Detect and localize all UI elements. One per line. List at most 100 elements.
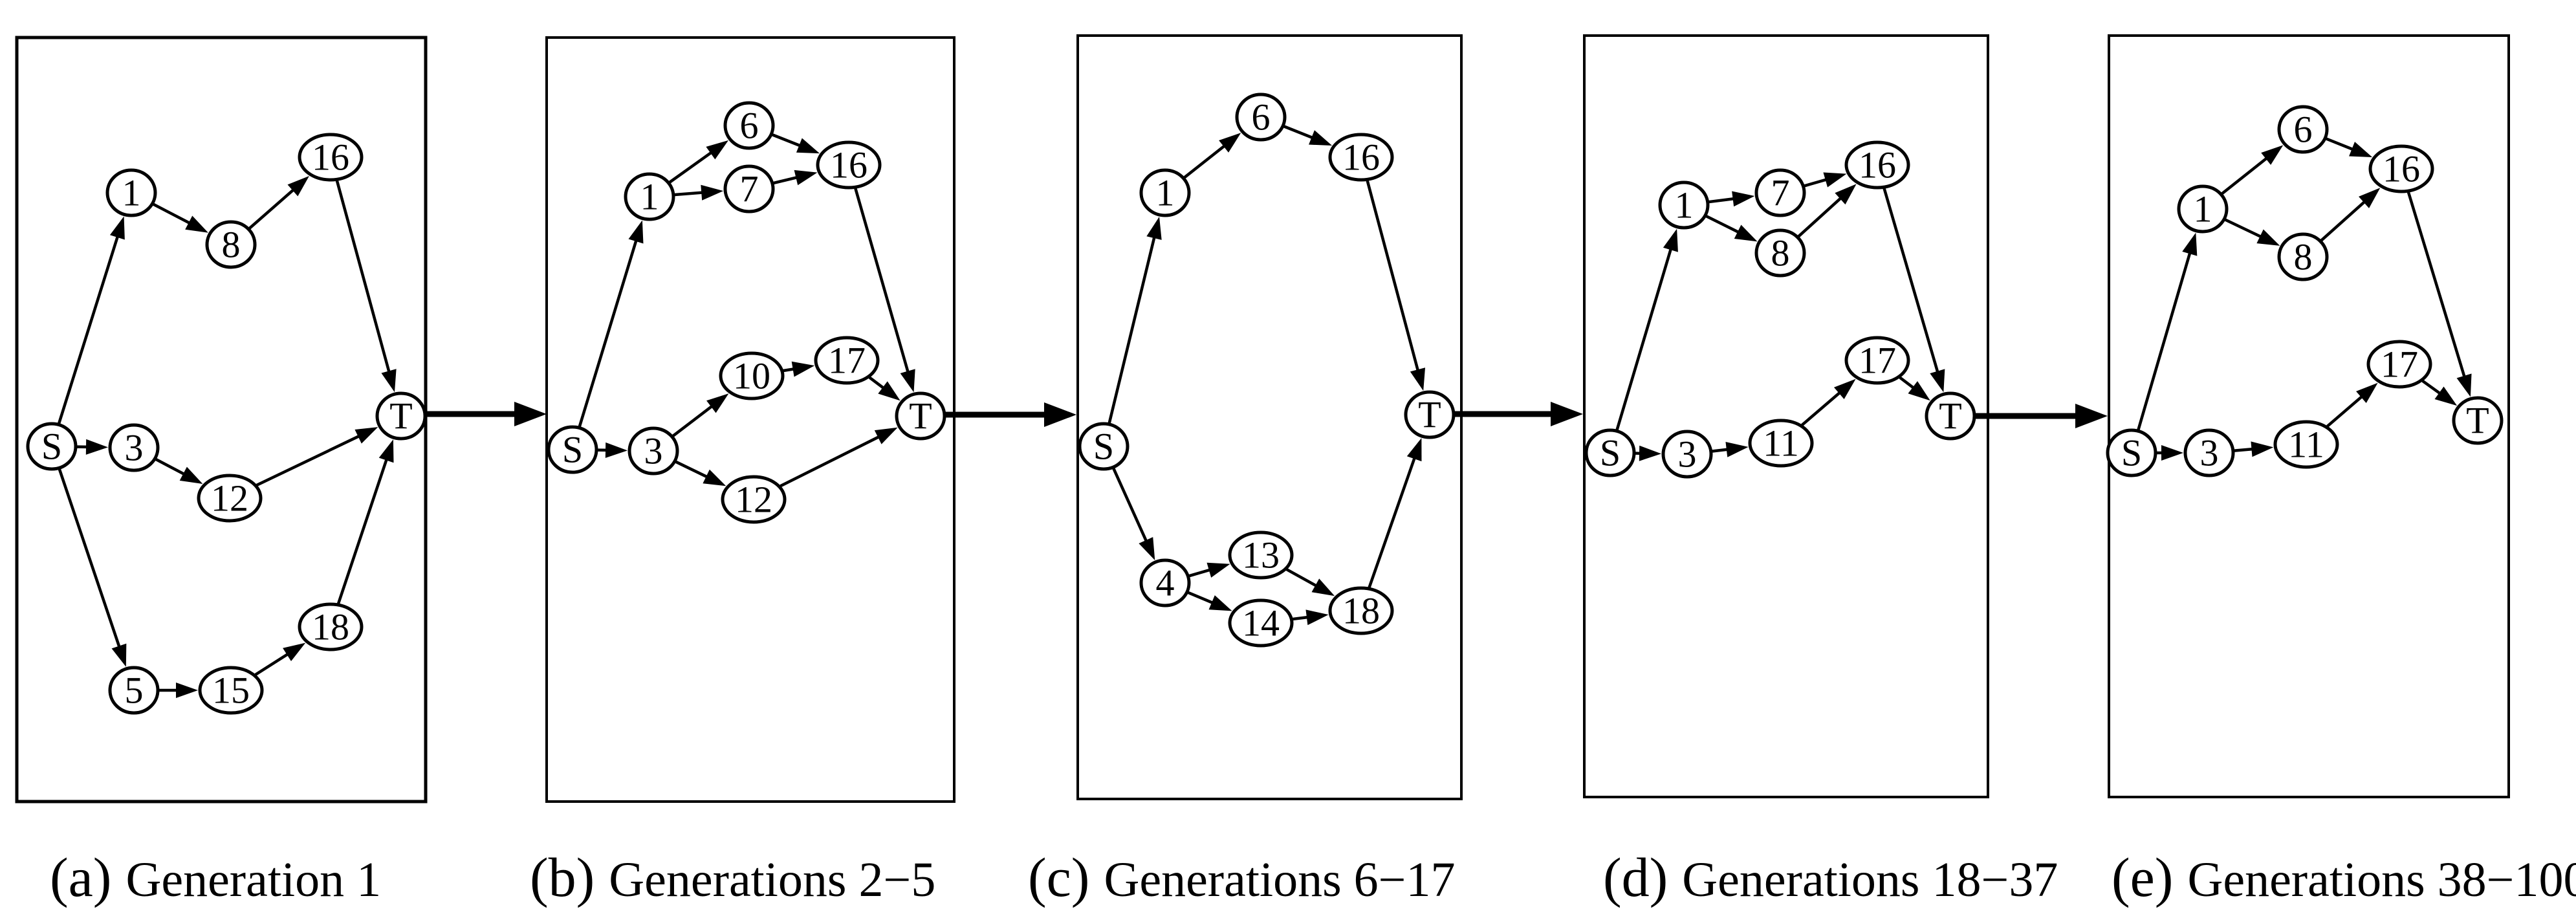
node-d-8-label: 8 — [1771, 232, 1790, 274]
edge-b-6-to-16-arrowhead-icon — [796, 138, 820, 154]
node-a-T: T — [375, 391, 427, 441]
node-c-T-label: T — [1418, 394, 1441, 436]
edge-a-18-to-T-arrowhead-icon — [378, 439, 394, 463]
node-c-14-label: 14 — [1242, 602, 1280, 644]
node-e-17-label: 17 — [2381, 344, 2418, 386]
edge-a-S-to-3-arrowhead-icon — [85, 439, 109, 455]
edge-d-11-to-17-arrowhead-icon — [1833, 378, 1856, 399]
edge-b-3-to-10-arrowhead-icon — [706, 393, 729, 413]
node-a-1-circle — [105, 168, 157, 217]
node-b-S: S — [547, 425, 598, 474]
node-b-7-circle — [723, 164, 775, 213]
edge-b-3-to-10-line — [672, 400, 719, 437]
node-d-S-label: S — [1600, 432, 1621, 474]
edge-c-18-to-T-arrowhead-icon — [1406, 438, 1422, 462]
node-a-3-label: 3 — [125, 427, 144, 469]
edge-c-4-to-14-arrowhead-icon — [1208, 595, 1232, 611]
edge-e-17-to-T-arrowhead-icon — [2434, 386, 2458, 406]
node-c-18-label: 18 — [1342, 590, 1380, 632]
node-d-1: 1 — [1658, 180, 1710, 230]
node-b-16-circle — [816, 140, 882, 190]
node-b-6-label: 6 — [740, 105, 759, 147]
edge-b-S-to-1-arrowhead-icon — [628, 220, 644, 244]
edge-d-16-to-T-line — [1883, 188, 1941, 380]
node-b-3-label: 3 — [644, 430, 663, 472]
edge-a-S-to-5-arrowhead-icon — [111, 643, 127, 667]
node-a-T-label: T — [389, 395, 412, 437]
node-a-3: 3 — [108, 423, 160, 472]
node-a-5: 5 — [108, 666, 160, 715]
edge-a-5-to-15-arrowhead-icon — [176, 683, 198, 698]
connector-d-to-e-arrowhead-icon — [2075, 404, 2108, 428]
node-d-16-circle — [1844, 140, 1910, 190]
node-e-S-circle — [2106, 428, 2157, 477]
edge-c-S-to-1-arrowhead-icon — [1146, 217, 1162, 240]
node-e-S-label: S — [2121, 432, 2142, 474]
edge-b-12-to-T-line — [780, 432, 887, 488]
node-c-4: 4 — [1139, 558, 1191, 607]
node-e-3-circle — [2183, 428, 2235, 477]
node-e-8-label: 8 — [2294, 236, 2313, 278]
edge-e-S-to-1-arrowhead-icon — [2182, 232, 2198, 256]
connector-d-to-e — [1974, 404, 2108, 428]
panel-a-caption-label: (a) — [50, 846, 111, 908]
panel-a-caption-text: Generation 1 — [126, 853, 381, 907]
edge-c-1-to-6-line — [1183, 140, 1232, 179]
edge-c-S-to-1-line — [1108, 229, 1158, 424]
node-a-5-circle — [108, 666, 160, 715]
edge-b-16-to-T-line — [854, 188, 912, 380]
node-c-T: T — [1404, 390, 1456, 439]
node-d-7-circle — [1754, 168, 1806, 217]
node-e-T-label: T — [2466, 400, 2489, 442]
edge-e-1-to-6-line — [2221, 152, 2274, 195]
node-e-17-circle — [2366, 340, 2432, 389]
panel-d-caption-text: Generations 18−37 — [1682, 853, 2058, 907]
node-e-1-label: 1 — [2194, 188, 2212, 230]
node-b-12-label: 12 — [735, 479, 772, 521]
node-d-17-circle — [1844, 336, 1910, 385]
edge-b-1-to-7-arrowhead-icon — [701, 184, 724, 201]
node-e-6: 6 — [2277, 105, 2329, 154]
node-c-18: 18 — [1328, 586, 1394, 635]
node-c-S-circle — [1078, 422, 1130, 471]
node-c-18-circle — [1328, 586, 1394, 635]
node-d-1-label: 1 — [1675, 184, 1694, 226]
node-b-10-label: 10 — [733, 355, 770, 397]
edge-e-11-to-17-arrowhead-icon — [2356, 382, 2378, 404]
edge-a-16-to-T-line — [335, 180, 393, 380]
panel-b-caption-text: Generations 2−5 — [609, 853, 935, 907]
node-c-1: 1 — [1139, 168, 1191, 217]
connector-c-to-d-arrowhead-icon — [1551, 402, 1583, 426]
edge-c-1-to-6-arrowhead-icon — [1219, 133, 1241, 153]
node-b-12: 12 — [721, 475, 787, 524]
edge-b-7-to-16-arrowhead-icon — [794, 169, 818, 186]
node-b-T-label: T — [909, 395, 932, 437]
node-a-15-label: 15 — [212, 670, 250, 712]
edge-e-S-to-1-line — [2137, 245, 2194, 430]
edge-d-1-to-7-arrowhead-icon — [1732, 191, 1755, 207]
panel-a-caption: (a) Generation 1 — [50, 846, 381, 908]
edge-d-7-to-16-arrowhead-icon — [1823, 172, 1847, 188]
edge-b-1-to-6-arrowhead-icon — [706, 140, 729, 160]
node-d-11: 11 — [1748, 419, 1814, 468]
connector-a-to-b — [424, 402, 547, 426]
node-e-3: 3 — [2183, 428, 2235, 477]
node-c-13-label: 13 — [1242, 534, 1280, 576]
node-a-12-circle — [197, 474, 263, 523]
panel-e-caption-text: Generations 38−100 — [2187, 853, 2576, 907]
node-a-16: 16 — [298, 133, 364, 182]
node-b-S-label: S — [562, 429, 583, 471]
node-b-6-circle — [723, 101, 775, 150]
node-e-1: 1 — [2177, 184, 2229, 234]
node-a-1: 1 — [105, 168, 157, 217]
panel-e-box — [2108, 34, 2510, 798]
panel-d-caption: (d)Generations 18−37 — [1603, 846, 2058, 908]
node-a-S: S — [26, 422, 78, 471]
node-e-16-circle — [2368, 144, 2434, 193]
edge-c-16-to-T-arrowhead-icon — [1410, 367, 1426, 391]
node-d-7-label: 7 — [1771, 172, 1790, 214]
edge-b-3-to-12-arrowhead-icon — [703, 469, 726, 486]
